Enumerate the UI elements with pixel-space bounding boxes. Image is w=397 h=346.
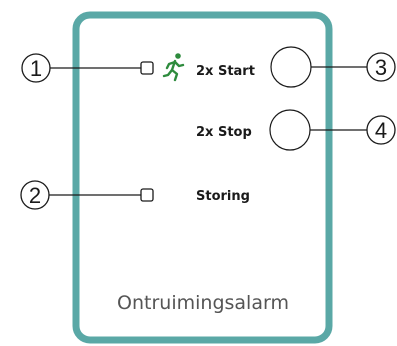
stop-label: 2x Stop [196,125,252,140]
start-indicator-led [140,61,154,75]
callout-3-number: 3 [375,55,387,80]
panel-frame [72,11,333,344]
callout-3: 3 [311,52,396,82]
callout-2: 2 [20,180,141,210]
callout-1-number: 1 [30,56,42,81]
fault-label: Storing [196,189,250,204]
panel-title: Ontruimingsalarm [117,292,289,314]
callout-4: 4 [310,115,396,145]
stop-button[interactable] [269,109,311,151]
start-button[interactable] [270,46,312,88]
callout-4-number: 4 [375,118,387,143]
start-label: 2x Start [196,64,255,79]
fault-indicator-led [140,188,154,202]
callout-2-number: 2 [29,183,41,208]
running-person-icon [162,53,185,82]
callout-1: 1 [21,53,141,83]
